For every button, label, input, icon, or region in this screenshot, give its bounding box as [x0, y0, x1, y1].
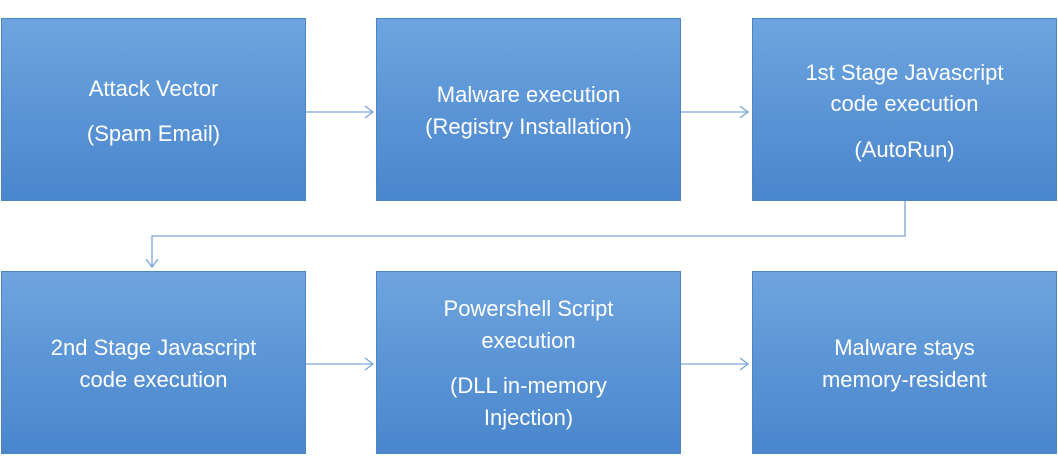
- step-2-line-1: Malware execution: [436, 82, 621, 107]
- step-5-line-2: execution: [481, 328, 576, 353]
- step-3-line-2: code execution: [830, 91, 979, 116]
- step-5-line-3: (DLL in-memory: [450, 373, 607, 398]
- step-first-stage-javascript: 1st Stage Javascript code execution (Aut…: [752, 18, 1057, 201]
- step-4-line-1: 2nd Stage Javascript: [50, 335, 257, 360]
- arrowhead-step5: [364, 357, 375, 371]
- step-3-line-1: 1st Stage Javascript: [805, 60, 1004, 85]
- arrowhead-step3: [739, 105, 750, 119]
- step-6-line-2: memory-resident: [821, 367, 988, 392]
- step-4-line-2: code execution: [79, 367, 228, 392]
- step-6-line-1: Malware stays: [834, 335, 975, 360]
- step-malware-execution: Malware execution (Registry Installation…: [376, 18, 681, 201]
- step-5-line-1: Powershell Script: [443, 296, 614, 321]
- arrowhead-step2: [364, 105, 375, 119]
- arrowhead-step4: [145, 258, 159, 269]
- step-1-line-2: (Spam Email): [86, 121, 221, 146]
- step-malware-stays-resident: Malware stays memory-resident: [752, 271, 1057, 454]
- arrowhead-step6: [739, 357, 750, 371]
- arrow-step3-to-step4: [151, 201, 906, 266]
- step-5-line-4: Injection): [483, 405, 574, 430]
- step-2-line-2: (Registry Installation): [425, 114, 632, 139]
- step-3-line-3: (AutoRun): [854, 137, 955, 162]
- step-powershell-script: Powershell Script execution (DLL in-memo…: [376, 271, 681, 454]
- step-second-stage-javascript: 2nd Stage Javascript code execution: [1, 271, 306, 454]
- step-1-line-1: Attack Vector: [88, 76, 219, 101]
- step-attack-vector: Attack Vector (Spam Email): [1, 18, 306, 201]
